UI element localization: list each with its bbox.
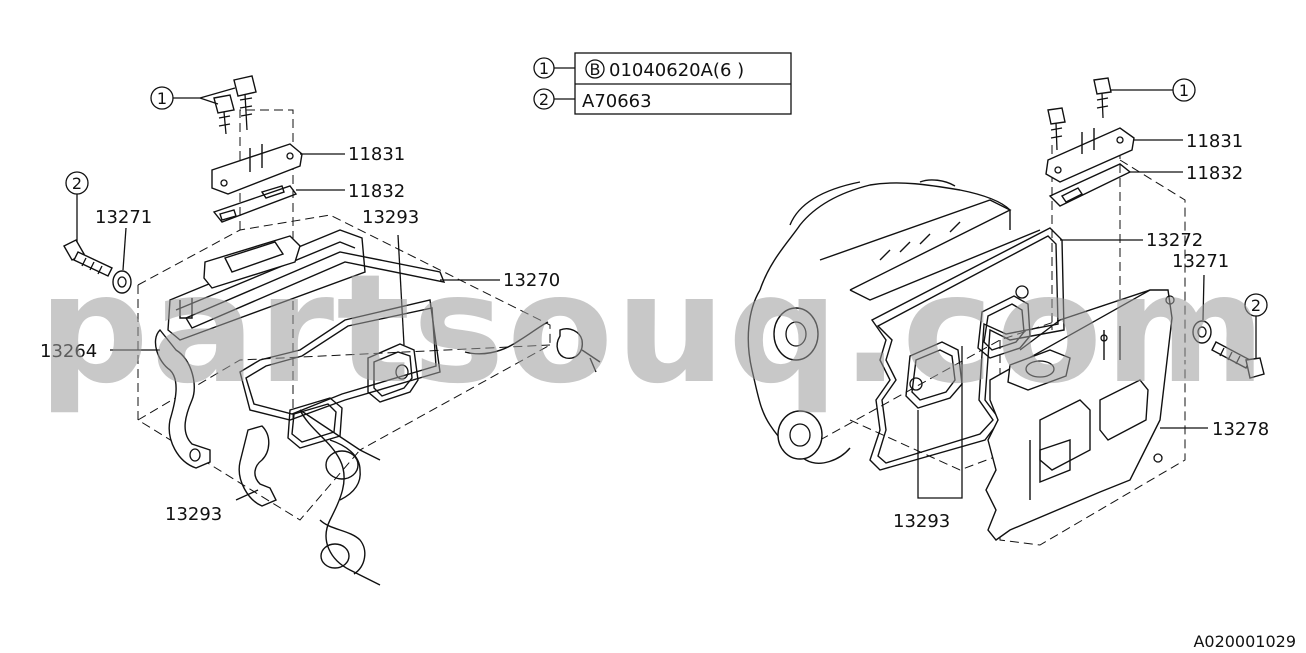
plate-11831-right (1045, 127, 1135, 183)
legend-code-2: A70663 (582, 91, 652, 112)
bolt-icon (1047, 107, 1066, 151)
right-washer-ref: 2 (1251, 296, 1261, 315)
legend-badge-circle (585, 59, 605, 79)
stud-bolt-icon (1211, 341, 1265, 379)
legend-ref-1: 1 (539, 59, 549, 78)
right-assembly: 1 11831 11832 13272 (747, 77, 1269, 546)
left-bolt-ref: 1 (157, 89, 167, 108)
left-washer-ref: 2 (72, 174, 82, 193)
right-label-11831: 11831 (1186, 131, 1243, 152)
bolt-icon (1093, 77, 1112, 119)
left-label-13271: 13271 (95, 207, 152, 228)
left-label-11832: 11832 (348, 181, 405, 202)
legend-code-1: 01040620A(6 ) (609, 60, 744, 81)
gasket-13270 (184, 251, 446, 421)
legend-table: 1 2 B 01040620A(6 ) A70663 (533, 52, 792, 115)
plate-11831 (211, 143, 303, 195)
engine-block-right (747, 179, 1041, 464)
left-label-13293-top: 13293 (362, 207, 419, 228)
stud-bolt-icon (63, 239, 113, 277)
legend-badge: B (590, 60, 601, 79)
watermark: partsouq.com (38, 243, 1268, 417)
bolt-icon (233, 75, 257, 131)
legend-ref-2: 2 (539, 90, 549, 109)
gasket-11832 (212, 185, 298, 223)
right-label-13272: 13272 (1146, 230, 1203, 251)
left-label-13293-bottom: 13293 (165, 504, 222, 525)
plug-seal-13293 (367, 343, 419, 403)
valve-cover-13278 (985, 289, 1175, 541)
diagram-id: A020001029 (1193, 632, 1296, 651)
grommet-icon (1192, 320, 1212, 344)
grommet-icon (112, 270, 132, 294)
engine-block-left (299, 321, 601, 586)
right-label-13278: 13278 (1212, 419, 1269, 440)
left-label-11831: 11831 (348, 144, 405, 165)
right-label-11832: 11832 (1186, 163, 1243, 184)
left-label-13264: 13264 (40, 341, 97, 362)
right-label-13293: 13293 (893, 511, 950, 532)
left-label-13270: 13270 (503, 270, 560, 291)
plug-seal-13293-right (905, 285, 1031, 409)
right-label-13271: 13271 (1172, 251, 1229, 272)
right-bolt-ref: 1 (1179, 81, 1189, 100)
valve-cover-13264 (154, 229, 366, 469)
bolt-icon (213, 94, 235, 135)
gasket-13272 (869, 227, 1065, 471)
left-assembly: 1 11831 11832 2 (40, 75, 601, 586)
